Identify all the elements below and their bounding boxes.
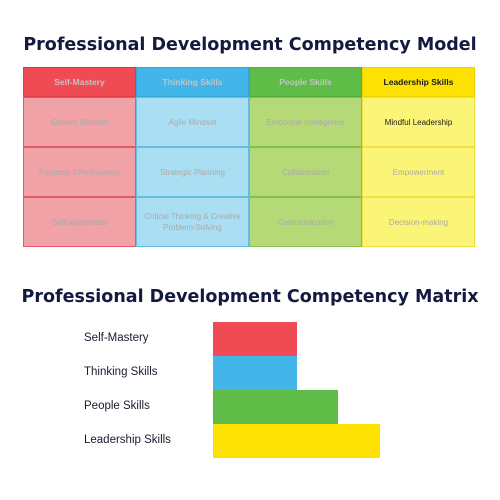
bar (213, 356, 297, 390)
bar (213, 424, 380, 458)
model-title: Professional Development Competency Mode… (23, 35, 477, 55)
competency-model-grid: Self-Mastery Thinking Skills People Skil… (23, 67, 475, 247)
cell-agile-mindset: Agile Mindset (136, 97, 249, 147)
header-thinking-skills: Thinking Skills (136, 67, 249, 97)
header-self-mastery: Self-Mastery (23, 67, 136, 97)
cell-communication: Communication (249, 197, 362, 247)
matrix-title: Professional Development Competency Matr… (21, 287, 479, 307)
cell-personal-effectiveness: Personal Effectiveness (23, 147, 136, 197)
header-leadership-skills: Leadership Skills (362, 67, 475, 97)
cell-critical-thinking: Critical Thinking & Creative Problem-Sol… (136, 197, 249, 247)
bar-label: Leadership Skills (84, 434, 171, 446)
bar (213, 390, 339, 424)
bar (213, 322, 297, 356)
cell-empowerment: Empowerment (362, 147, 475, 197)
cell-self-awareness: Self-awareness (23, 197, 136, 247)
cell-growth-mindset: Growth Mindset (23, 97, 136, 147)
header-people-skills: People Skills (249, 67, 362, 97)
bar-label: Self-Mastery (84, 332, 149, 344)
cell-emotional-intelligence: Emotional Intelligence (249, 97, 362, 147)
bar-label: People Skills (84, 400, 150, 412)
cell-mindful-leadership: Mindful Leadership (362, 97, 475, 147)
cell-decision-making: Decision-making (362, 197, 475, 247)
cell-strategic-planning: Strategic Planning (136, 147, 249, 197)
bar-label: Thinking Skills (84, 366, 158, 378)
cell-collaboration: Collaboration (249, 147, 362, 197)
